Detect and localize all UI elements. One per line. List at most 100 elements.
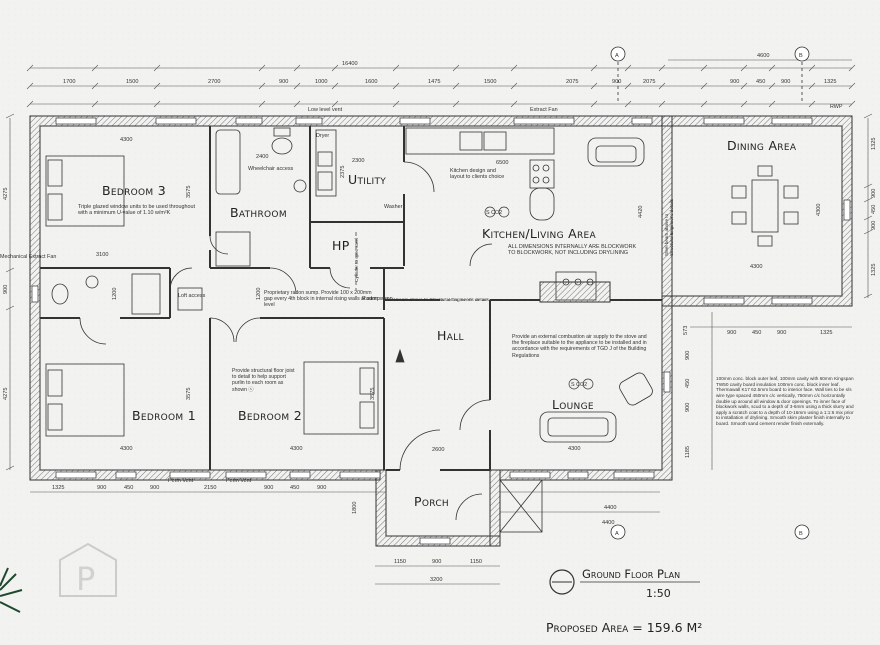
fixtures	[45, 127, 799, 533]
porch-dim-2: 900	[432, 559, 441, 565]
svg-text:4300: 4300	[816, 204, 822, 216]
left-dim-lower: 4275	[3, 388, 9, 400]
kitchen-design-note: Kitchen design and layout to clients cho…	[450, 168, 504, 180]
svg-text:RWP: RWP	[830, 104, 843, 110]
svg-text:Dryer: Dryer	[316, 133, 329, 139]
s-co2-kitchen: S CO2	[486, 210, 502, 216]
top-dim-value: 2700	[208, 79, 220, 85]
svg-text:4300: 4300	[120, 137, 132, 143]
dining-lower-dim-1: 900	[727, 330, 736, 336]
top-dim-value: 900	[730, 79, 739, 85]
svg-text:3575: 3575	[186, 388, 192, 400]
bottom-dim-value: 2150	[204, 485, 216, 491]
top-dim-value: 2075	[643, 79, 655, 85]
svg-text:Loft access: Loft access	[178, 293, 206, 299]
top-dim-value: 1600	[365, 79, 377, 85]
external-walls	[29, 115, 853, 547]
section-b-top: B	[799, 53, 803, 59]
right-dim-3: 450	[871, 205, 877, 214]
svg-text:Wheelchair access: Wheelchair access	[248, 166, 294, 172]
top-dimensions	[26, 59, 856, 108]
right-dim-1: 1325	[871, 138, 877, 150]
svg-text:2300: 2300	[352, 158, 364, 164]
svg-text:4420: 4420	[638, 206, 644, 218]
bottom-dim-value: 900	[317, 485, 326, 491]
lounge-right-dim-1: 900	[685, 351, 691, 360]
svg-text:573: 573	[683, 326, 689, 335]
room-label-porch: Porch	[414, 494, 449, 509]
top-dim-value: 1325	[824, 79, 836, 85]
hp-note: Cylinder to spec steel	[354, 238, 359, 282]
s-co2-lounge: S CO2	[571, 382, 587, 388]
room-label-bedroom2: Bedroom 2	[238, 408, 302, 423]
top-dim-value: 1700	[63, 79, 75, 85]
bottom-dim-value: 1325	[52, 485, 64, 491]
internal-walls	[40, 126, 662, 471]
right-dim-2: 900	[871, 189, 877, 198]
bed3-bed	[45, 155, 125, 227]
dining-lower-dim-4: 1325	[820, 330, 832, 336]
lounge-right-dim-4: 1185	[685, 446, 691, 458]
top-dim-value: 1475	[428, 79, 440, 85]
room-label-kitchen-living: Kitchen/Living Area	[482, 226, 597, 241]
top-dim-value: 450	[756, 79, 765, 85]
porch-dim-1: 1150	[394, 559, 406, 565]
bottom-dim-value: 900	[97, 485, 106, 491]
dining-lower-dim-3: 900	[777, 330, 786, 336]
svg-text:2600: 2600	[432, 447, 444, 453]
room-label-utility: Utility	[348, 172, 386, 187]
section-b-bottom: B	[799, 531, 803, 537]
room-label-dining: Dining Area	[727, 138, 797, 153]
room-label-hp: HP	[332, 238, 350, 253]
dining-beam-note: Steel beam above to Structural Engineer'…	[664, 199, 674, 256]
svg-text:4300: 4300	[568, 446, 580, 452]
room-label-bedroom1: Bedroom 1	[132, 408, 196, 423]
left-dimensions	[5, 113, 15, 471]
proposed-area: Proposed Area = 159.6 M²	[546, 620, 702, 635]
dining-width-dim: 4600	[757, 53, 769, 59]
watermark-logo: P	[59, 542, 117, 598]
bottom-dimensions	[30, 491, 660, 585]
dining-lower-dim-2: 450	[752, 330, 761, 336]
svg-text:Extract Fan: Extract Fan	[530, 107, 558, 113]
right-dim-5: 1325	[871, 264, 877, 276]
svg-text:Perm Vent: Perm Vent	[168, 478, 194, 484]
svg-text:Perm Vent: Perm Vent	[226, 478, 252, 484]
porch-dim-total: 3200	[430, 577, 442, 583]
left-dim-mid: 900	[3, 285, 9, 294]
svg-text:1800: 1800	[352, 502, 358, 514]
top-dim-value: 2075	[566, 79, 578, 85]
steel-beams	[355, 126, 663, 301]
bottom-dim-value: 900	[264, 485, 273, 491]
lounge-right-dim-2: 450	[685, 379, 691, 388]
top-dim-value: 900	[781, 79, 790, 85]
bottom-dim-value: 450	[290, 485, 299, 491]
room-label-bedroom3: Bedroom 3	[102, 183, 166, 198]
svg-text:Radon sump: Radon sump	[362, 296, 393, 302]
svg-text:Washer: Washer	[384, 204, 403, 210]
svg-text:4300: 4300	[290, 446, 302, 452]
bed3-glazing-note: Triple glazed window units to be used th…	[78, 204, 195, 216]
right-dimensions	[711, 113, 873, 470]
drawing-title: Ground Floor Plan	[582, 567, 680, 581]
svg-text:2400: 2400	[256, 154, 268, 160]
bed2-joist-note: Provide structural floor joist to detail…	[232, 368, 295, 393]
overall-width-dim: 16400	[342, 61, 358, 67]
room-label-hall: Hall	[437, 328, 464, 343]
bottom-dim-value: 4400	[604, 505, 616, 511]
svg-text:3575: 3575	[186, 186, 192, 198]
right-dim-4: 900	[871, 221, 877, 230]
room-label-lounge: Lounge	[552, 397, 594, 412]
door-swings	[79, 161, 493, 521]
top-dim-value: 1500	[484, 79, 496, 85]
dimensions-note: ALL DIMENSIONS INTERNALLY ARE BLOCKWORK …	[508, 244, 636, 256]
left-dim-upper: 4275	[3, 188, 9, 200]
radon-note: Proprietary radon sump. Provide 100 x 20…	[264, 290, 380, 308]
drawing-scale: 1:50	[646, 587, 671, 600]
svg-text:Mechanical Extract Fan: Mechanical Extract Fan	[0, 254, 56, 260]
north-symbol	[549, 569, 575, 595]
bottom-dim-value: 900	[150, 485, 159, 491]
